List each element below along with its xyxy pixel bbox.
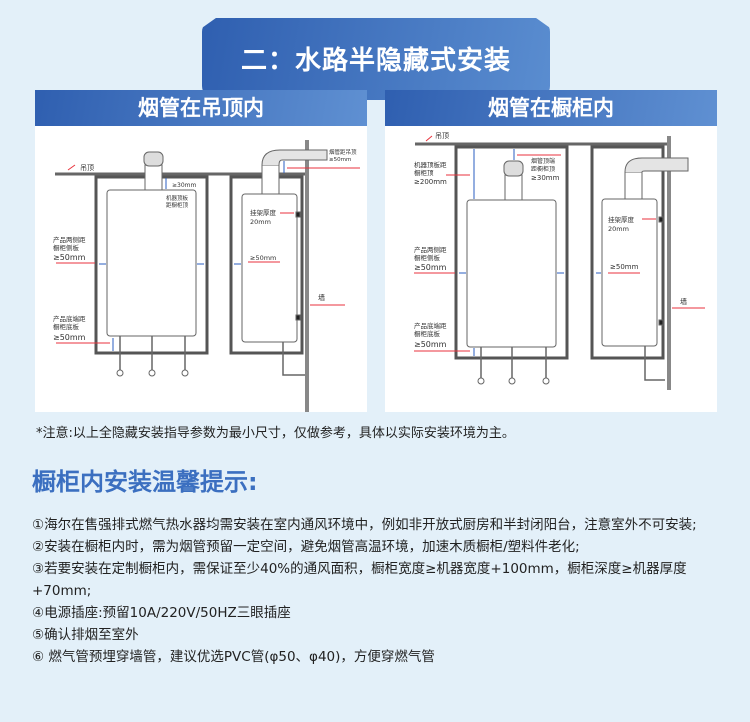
diagram-label: ≥50mm xyxy=(329,157,351,163)
tips-heading: 橱柜内安装温馨提示: xyxy=(32,468,258,496)
diagram-label: 挂架厚度 xyxy=(608,215,635,224)
diagram-label: 烟管距吊顶 xyxy=(329,148,357,156)
tip-item: ④电源插座:预留10A/220V/50HZ三眼插座 xyxy=(32,605,291,621)
tip-item: ⑥ 燃气管预埋穿墙管，建议优选PVC管(φ50、φ40)，方便穿燃气管 xyxy=(32,649,435,665)
diagram-label: ≥50mm xyxy=(53,253,86,262)
diagram-label: 产品底端距 xyxy=(53,314,86,323)
panel-flue-in-cabinet: 烟管在橱柜内 吊顶 xyxy=(385,90,717,412)
section-title: 二：水路半隐藏式安装 xyxy=(202,18,550,100)
tip-item: ③若要安装在定制橱柜内，需保证至少40%的通风面积，橱柜宽度≥机器宽度+100m… xyxy=(32,561,687,599)
panel-header: 烟管在吊顶内 xyxy=(35,90,367,126)
diagram-label: 产品底端距 xyxy=(414,321,447,330)
flue-cap xyxy=(503,160,524,177)
diagram-label: 吊顶 xyxy=(80,164,94,172)
panel-header: 烟管在橱柜内 xyxy=(385,90,717,126)
diagram-label: 距橱柜顶 xyxy=(531,165,555,173)
diagram-label: 机器顶板距 xyxy=(414,160,447,169)
diagram-label: ≥30mm xyxy=(172,182,197,189)
title-banner xyxy=(202,18,550,100)
diagram-flue-in-ceiling: 吊顶 ≥30mm 机器顶板 距橱柜顶 产品两侧距 橱柜侧板 ≥50mm 产品底端… xyxy=(53,140,360,412)
heater xyxy=(466,199,557,348)
flue-cap xyxy=(143,151,164,167)
diagram-label: ≥50mm xyxy=(610,263,639,271)
diagram-label: 橱柜侧板 xyxy=(53,243,80,252)
diagram-label: ≥30mm xyxy=(531,174,560,182)
tip-item: ①海尔在售强排式燃气热水器均需安装在室内通风环境中，例如非开放式厨房和半封闭阳台… xyxy=(32,517,697,533)
diagram-label: 距橱柜顶 xyxy=(166,201,189,209)
diagram-label: 机器顶板 xyxy=(166,194,189,202)
tip-item: ⑤确认排烟至室外 xyxy=(32,627,139,643)
diagram-label: 墙 xyxy=(318,293,325,302)
tips-list: ①海尔在售强排式燃气热水器均需安装在室内通风环境中，例如非开放式厨房和半封闭阳台… xyxy=(32,514,722,668)
diagram-label: 橱柜底板 xyxy=(53,322,80,331)
diagram-label: ≥50mm xyxy=(250,254,276,262)
diagram-label: 橱柜底板 xyxy=(414,329,441,338)
diagram-flue-in-cabinet: 吊顶 机器顶板距 橱柜顶 ≥200mm 烟管顶端 距橱柜顶 ≥30mm 产品两侧… xyxy=(414,132,705,390)
diagram-label: 烟管顶端 xyxy=(531,157,555,165)
diagram-label: ≥200mm xyxy=(414,178,447,186)
diagram-label: 吊顶 xyxy=(435,132,449,140)
flue-pipe xyxy=(504,174,523,201)
diagram-label: 橱柜侧板 xyxy=(414,253,441,262)
diagram-label: ≥50mm xyxy=(414,340,447,349)
diagram-label: 挂架厚度 xyxy=(250,208,277,217)
diagram-label: 产品两侧距 xyxy=(414,245,447,254)
section-title-text: 二：水路半隐藏式安装 xyxy=(240,46,511,76)
diagram-label: ≥50mm xyxy=(414,263,447,272)
flue-elbow xyxy=(261,149,328,166)
diagram-label: 20mm xyxy=(250,218,271,226)
tip-item: ②安装在橱柜内时，需为烟管预留一定空间，避免烟管高温环境，加速木质橱柜/塑料件老… xyxy=(32,539,580,555)
cabinet-side-view xyxy=(590,145,665,360)
diagram-label: 橱柜顶 xyxy=(414,168,434,177)
flue-pipe xyxy=(144,164,163,191)
diagram-label: 产品两侧距 xyxy=(53,235,86,244)
flue-elbow xyxy=(624,157,689,173)
panel-flue-in-ceiling: 烟管在吊顶内 吊顶 ≥30mm xyxy=(35,90,367,412)
diagram-label: 墙 xyxy=(680,297,687,306)
heater xyxy=(106,189,197,337)
installation-note: *注意:以上全隐藏安装指导参数为最小尺寸，仅做参考，具体以实际安装环境为主。 xyxy=(36,426,515,441)
diagram-label: ≥50mm xyxy=(53,333,86,342)
diagram-label: 20mm xyxy=(608,225,629,233)
